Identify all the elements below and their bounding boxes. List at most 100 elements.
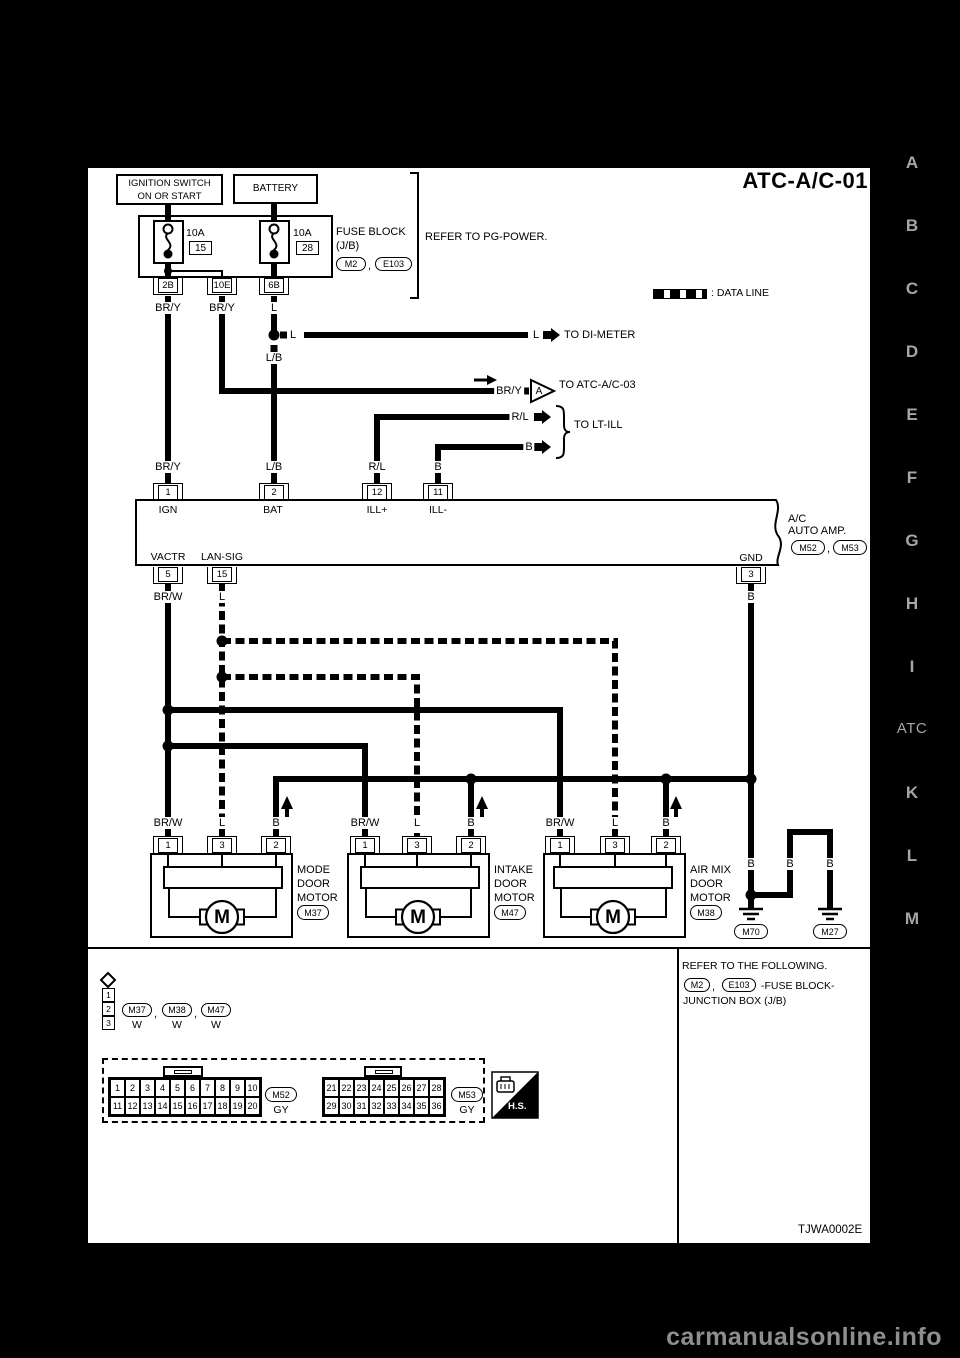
amp-terminal-12: 12 xyxy=(362,483,392,500)
amp-name-line2: AUTO AMP. xyxy=(788,525,847,537)
amp-pin-bat: BAT xyxy=(263,504,283,516)
wire-label: L xyxy=(411,817,423,829)
section-letter: H xyxy=(905,594,919,613)
refer-connector-m2: M2 xyxy=(684,978,710,992)
mode-door-pbr-box xyxy=(163,866,283,889)
motor2-terminal-3: 3 xyxy=(402,836,432,853)
intake-door-motor-box xyxy=(347,853,490,938)
hs-label: H.S. xyxy=(508,1101,527,1112)
ground-symbols xyxy=(739,907,842,921)
section-letter: D xyxy=(905,342,919,361)
fuse-block-label2: (J/B) xyxy=(336,240,360,252)
pin-cell: 30 xyxy=(339,1097,354,1115)
refer-following-title: REFER TO THE FOLLOWING. xyxy=(682,960,828,972)
brace xyxy=(555,405,571,459)
motor3-terminal-1: 1 xyxy=(545,836,575,853)
m53-connector-tab xyxy=(364,1066,402,1077)
comma: , xyxy=(154,1008,158,1020)
section-letter: L xyxy=(906,846,918,865)
section-letter: C xyxy=(905,279,919,298)
wire-label: L xyxy=(216,817,228,829)
key-wire-color: W xyxy=(172,1019,182,1031)
section-letter: F xyxy=(906,468,918,487)
wire-label: BR/W xyxy=(151,591,185,603)
connector-ref-m53: M53 xyxy=(833,540,867,555)
motor-symbol-letter: M xyxy=(410,907,426,928)
amp-terminal-5: 5 xyxy=(153,567,183,584)
pin-cell: 24 xyxy=(369,1079,384,1097)
wire-label: B xyxy=(432,461,444,473)
route-lt-ill: TO LT-ILL xyxy=(574,419,623,431)
key-connector-m37: M37 xyxy=(122,1003,152,1017)
air-mix-door-motor-box xyxy=(543,853,686,938)
refer-following-line2: -FUSE BLOCK- xyxy=(761,980,835,992)
amp-pin-illplus: ILL+ xyxy=(366,504,388,516)
amp-pin-vactr: VACTR xyxy=(150,551,186,563)
motor2-name3: MOTOR xyxy=(494,892,535,904)
pin-cell: 10 xyxy=(245,1079,260,1097)
amp-terminal-1: 1 xyxy=(153,483,183,500)
pin-cell: 31 xyxy=(354,1097,369,1115)
motor1-name2: DOOR xyxy=(297,878,330,890)
motor1-terminal-2: 2 xyxy=(261,836,291,853)
refer-pg-power-note: REFER TO PG-POWER. xyxy=(425,231,548,243)
key-diamond-icon xyxy=(99,971,117,989)
motor-symbol-letter: M xyxy=(214,907,230,928)
watermark: carmanualsonline.info xyxy=(666,1323,942,1351)
wiring-art xyxy=(88,204,870,1243)
section-letter: E xyxy=(906,405,918,424)
motor3-name3: MOTOR xyxy=(690,892,731,904)
motor-symbols xyxy=(199,899,636,935)
amp-pin-gnd: GND xyxy=(739,552,763,564)
pin-cell: 13 xyxy=(140,1097,155,1115)
motor-symbol-letter: M xyxy=(605,907,621,928)
key-cell: 2 xyxy=(102,1002,115,1016)
page-ref-letter: A xyxy=(535,386,543,397)
hs-view-icon xyxy=(491,1071,539,1119)
fuse1-number: 15 xyxy=(189,241,212,255)
ground-ref-m70: M70 xyxy=(734,924,768,939)
key-wire-color: W xyxy=(132,1019,142,1031)
ignition-switch-box: IGNITION SWITCH ON OR START xyxy=(116,174,223,205)
motor2-terminal-1: 1 xyxy=(350,836,380,853)
connector-ref-m38: M38 xyxy=(690,905,722,920)
wire-label: L xyxy=(609,817,621,829)
wire-label: L xyxy=(268,302,280,314)
pin-cell: 26 xyxy=(399,1079,414,1097)
pin-cell: 5 xyxy=(170,1079,185,1097)
junction-dots xyxy=(162,267,757,901)
page-title: ATC-A/C-01 xyxy=(742,168,868,193)
ac-auto-amp-box xyxy=(135,499,782,566)
air-mix-door-pbr-box xyxy=(553,866,673,889)
pin-cell: 6 xyxy=(185,1079,200,1097)
motor1-terminal-1: 1 xyxy=(153,836,183,853)
m52-connector-color: GY xyxy=(273,1104,289,1116)
amp-terminal-11: 11 xyxy=(423,483,453,500)
wire-label: B xyxy=(660,817,672,829)
amp-terminal-2: 2 xyxy=(259,483,289,500)
comma: , xyxy=(194,1008,198,1020)
pin-cell: 7 xyxy=(200,1079,215,1097)
pin-cell: 27 xyxy=(414,1079,429,1097)
pin-cell: 17 xyxy=(200,1097,215,1115)
solid-wires xyxy=(165,204,833,908)
m52-connector-label: M52 xyxy=(265,1087,297,1102)
wire-label: BR/Y xyxy=(153,302,183,314)
wire-label: B xyxy=(745,591,757,603)
comma: , xyxy=(827,543,831,555)
wire-label: R/L xyxy=(366,461,388,473)
section-letter: B xyxy=(905,216,919,235)
motor3-name1: AIR MIX xyxy=(690,864,731,876)
wire-label: L xyxy=(287,329,299,341)
intake-door-pbr-box xyxy=(360,866,480,889)
motor3-name2: DOOR xyxy=(690,878,723,890)
key-wire-color: W xyxy=(211,1019,221,1031)
pin-cell: 12 xyxy=(125,1097,140,1115)
refer-connector-e103: E103 xyxy=(722,978,756,992)
section-letter: I xyxy=(909,657,915,676)
figure-code: TJWA0002E xyxy=(798,1224,863,1236)
pin-cell: 25 xyxy=(384,1079,399,1097)
pin-cell: 18 xyxy=(215,1097,230,1115)
wire-label: BR/W xyxy=(543,817,577,829)
